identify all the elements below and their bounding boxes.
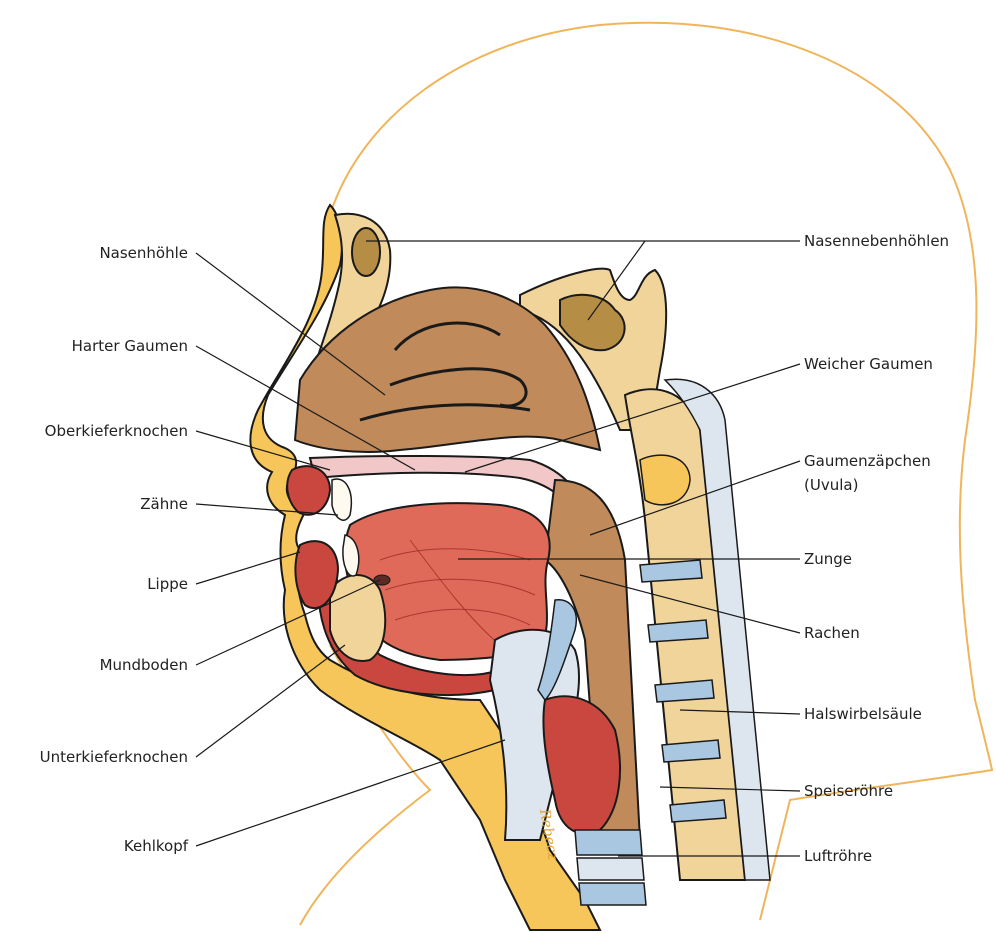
line-kehlkopf xyxy=(196,740,505,846)
label-gaumenzaepfchen: Gaumenzäpchen xyxy=(804,451,931,471)
atlas xyxy=(640,455,690,505)
upper-lip xyxy=(287,466,330,515)
label-zaehne: Zähne xyxy=(20,494,188,514)
label-rachen: Rachen xyxy=(804,623,860,643)
label-harter-gaumen: Harter Gaumen xyxy=(20,336,188,356)
trachea xyxy=(575,830,646,905)
label-unterkieferknochen: Unterkieferknochen xyxy=(5,747,188,767)
tooth-root xyxy=(374,575,390,585)
label-kehlkopf: Kehlkopf xyxy=(20,836,188,856)
label-weicher-gaumen: Weicher Gaumen xyxy=(804,354,933,374)
label-speiseroehre: Speiseröhre xyxy=(804,781,893,801)
label-zunge: Zunge xyxy=(804,549,852,569)
label-halswirbelsaeule: Halswirbelsäule xyxy=(804,704,922,724)
label-mundboden: Mundboden xyxy=(20,655,188,675)
label-nasennebenhoehlen: Nasennebenhöhlen xyxy=(804,231,949,251)
mandible xyxy=(330,575,385,661)
frontal-sinus xyxy=(352,228,380,276)
label-oberkieferknochen: Oberkieferknochen xyxy=(10,421,188,441)
upper-tooth xyxy=(332,479,351,520)
label-lippe: Lippe xyxy=(20,574,188,594)
label-nasenhoehle: Nasenhöhle xyxy=(20,243,188,263)
label-uvula: (Uvula) xyxy=(804,475,858,495)
line-unterkieferknochen xyxy=(196,645,345,757)
label-luftroehre: Luftröhre xyxy=(804,846,872,866)
